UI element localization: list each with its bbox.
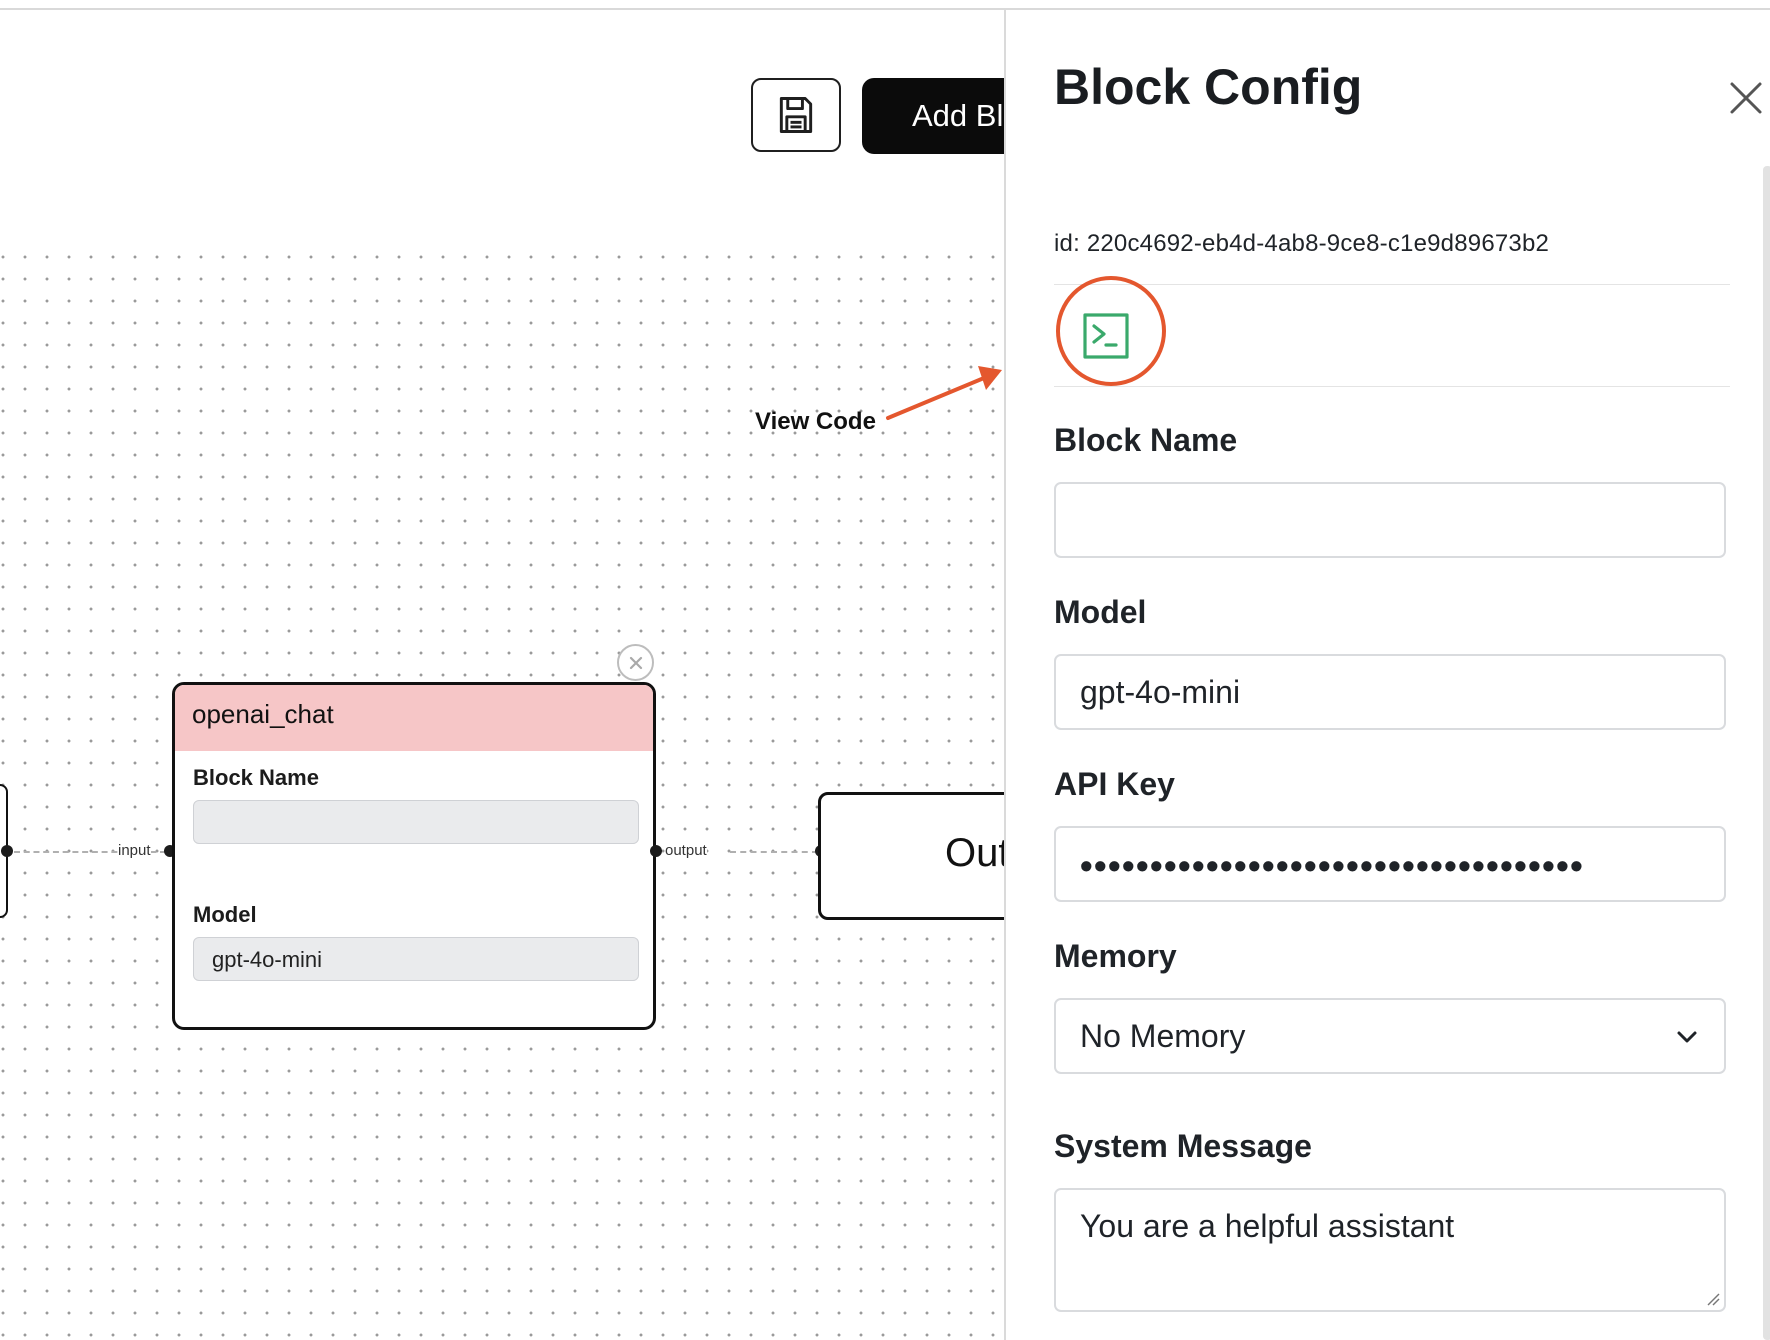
node-output-port[interactable]: [650, 845, 662, 857]
close-panel-icon[interactable]: [1724, 76, 1768, 120]
close-icon: [629, 656, 642, 669]
divider: [1054, 284, 1730, 285]
model-label: Model: [1054, 594, 1147, 630]
view-code-annotation-circle: [1056, 276, 1166, 386]
node-title: openai_chat: [175, 685, 653, 751]
openai-chat-node[interactable]: openai_chat Block Name Model gpt-4o-mini: [172, 682, 656, 1030]
system-message-value: You are a helpful assistant: [1080, 1208, 1455, 1244]
block-config-panel: Block Config id: 220c4692-eb4d-4ab8-9ce8…: [1004, 10, 1770, 1340]
resize-grip-icon[interactable]: [1706, 1292, 1720, 1306]
panel-scrollbar[interactable]: [1763, 166, 1770, 1340]
model-input[interactable]: gpt-4o-mini: [1054, 654, 1726, 730]
chevron-down-icon: [1677, 1031, 1697, 1043]
memory-select-value: No Memory: [1080, 1018, 1246, 1054]
input-node-output-port[interactable]: [1, 845, 13, 857]
api-key-input[interactable]: ••••••••••••••••••••••••••••••••••••: [1054, 826, 1726, 902]
output-node[interactable]: Out: [818, 792, 1004, 920]
node-block-name-field[interactable]: [193, 800, 639, 844]
block-name-input[interactable]: [1054, 482, 1726, 558]
workflow-canvas[interactable]: Add Bl input openai_chat Block Name Mode…: [0, 10, 1004, 1340]
node-remove-button[interactable]: [617, 644, 654, 681]
node-block-name-label: Block Name: [193, 765, 319, 790]
panel-title: Block Config: [1054, 59, 1363, 115]
memory-select[interactable]: No Memory: [1054, 998, 1726, 1074]
view-code-annotation-label: View Code: [755, 408, 876, 435]
edge-input[interactable]: [14, 851, 166, 853]
top-divider: [0, 8, 1770, 10]
system-message-label: System Message: [1054, 1128, 1312, 1164]
node-model-field[interactable]: gpt-4o-mini: [193, 937, 639, 981]
api-key-label: API Key: [1054, 766, 1175, 802]
port-label-input: input: [118, 842, 151, 859]
save-button[interactable]: [751, 78, 841, 152]
annotation-arrow: [886, 366, 1002, 420]
terminal-icon[interactable]: [1082, 312, 1130, 360]
port-label-output: output: [665, 842, 707, 859]
api-key-masked-value: ••••••••••••••••••••••••••••••••••••: [1080, 848, 1585, 884]
system-message-textarea[interactable]: You are a helpful assistant: [1054, 1188, 1726, 1312]
add-block-button[interactable]: Add Bl: [862, 78, 1004, 154]
node-model-label: Model: [193, 902, 257, 927]
floppy-disk-icon: [779, 97, 813, 133]
divider: [1054, 386, 1730, 387]
block-name-label: Block Name: [1054, 422, 1238, 458]
block-id: id: 220c4692-eb4d-4ab8-9ce8-c1e9d89673b2: [1054, 230, 1550, 257]
edge-output[interactable]: [730, 851, 818, 853]
memory-label: Memory: [1054, 938, 1177, 974]
